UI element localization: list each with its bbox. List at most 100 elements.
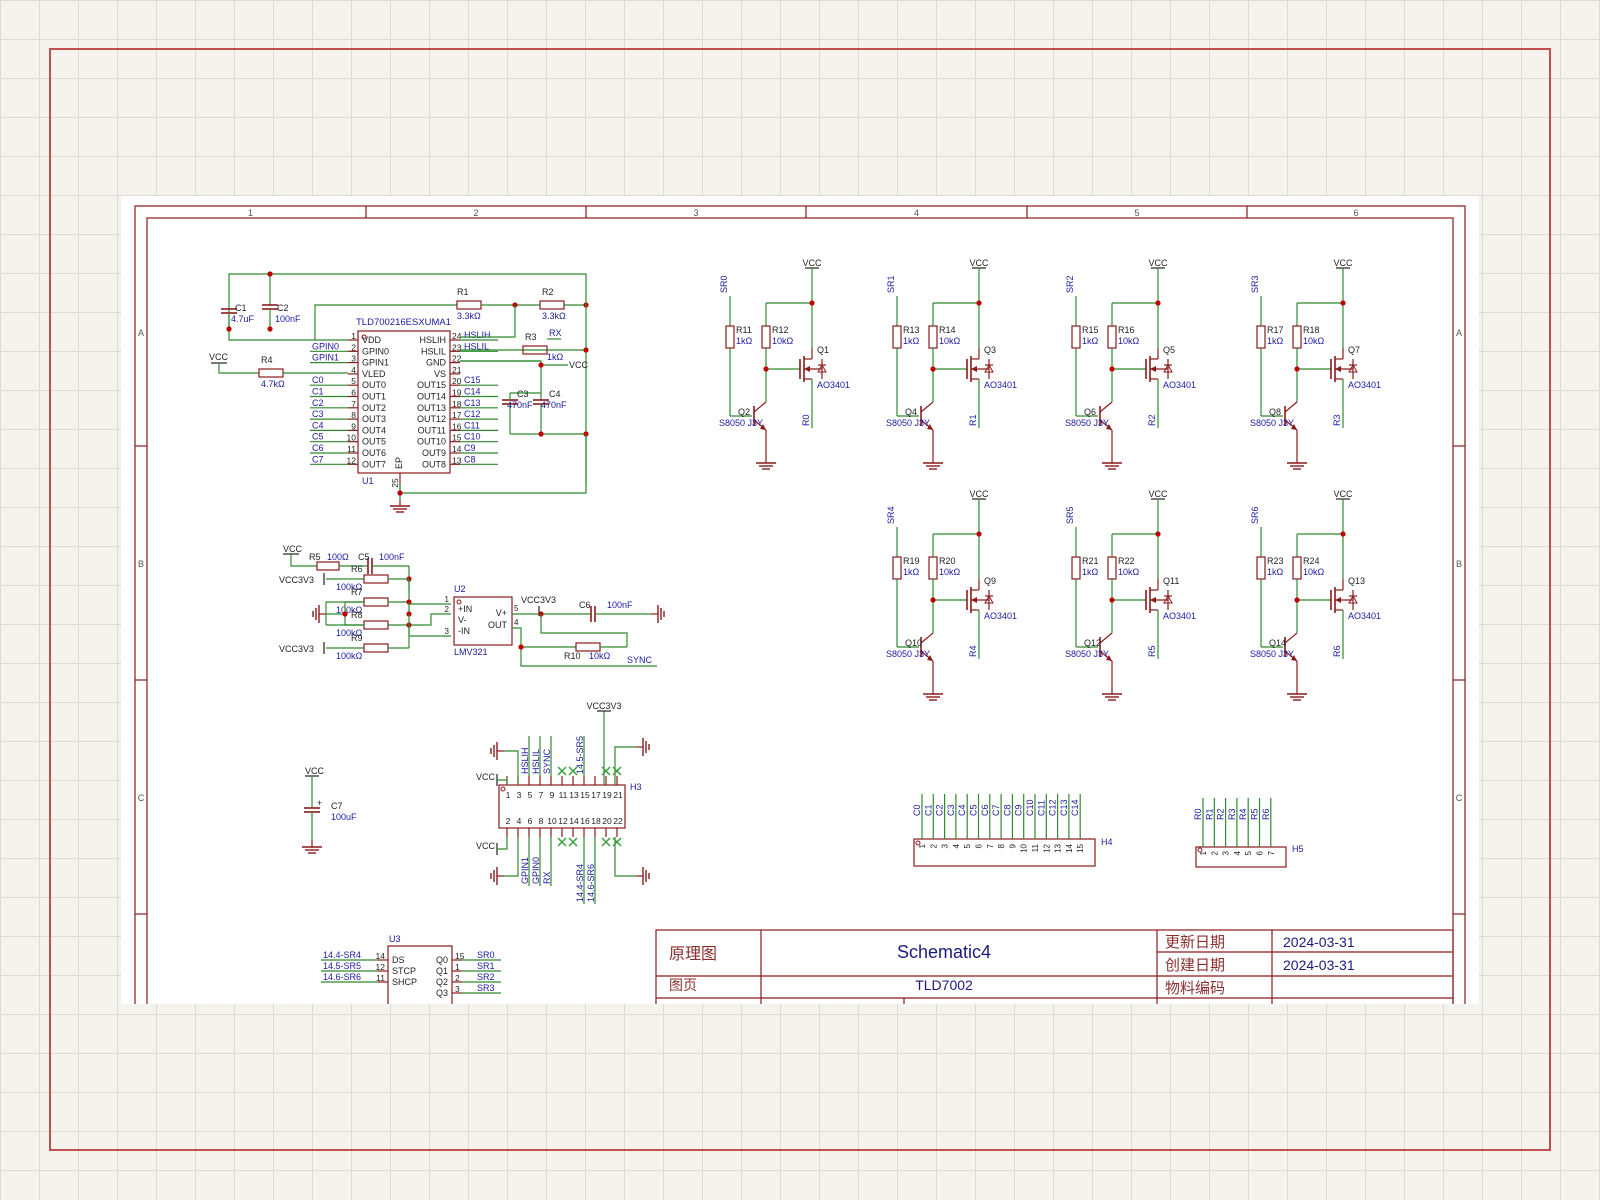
net-label: C12 — [464, 409, 481, 419]
u2-pin-name: OUT — [488, 620, 508, 630]
npn-arrow — [1106, 655, 1112, 661]
h4-pin-num: 1 — [918, 843, 927, 848]
npn-transistor — [920, 401, 934, 413]
sheet-outer-border — [134, 205, 1466, 1004]
h4-pin-num: 8 — [997, 843, 1006, 848]
h4-pin-num: 7 — [986, 843, 995, 848]
net-label: HSLIL — [531, 749, 541, 774]
r7-value: 100kΩ — [336, 605, 363, 615]
ground-symbol — [755, 455, 777, 470]
h4-net-label: C6 — [980, 804, 990, 816]
u3-pin-name: Q0 — [436, 955, 448, 965]
h4-pin-num: 14 — [1065, 843, 1074, 852]
driver-ra-resistor — [892, 556, 902, 580]
h4-net-label: C12 — [1048, 799, 1058, 816]
driver-rb-ref: R16 — [1118, 325, 1135, 335]
junction-dot — [763, 366, 769, 372]
u1-pin-num: 14 — [452, 444, 462, 454]
u1-pin-num: 20 — [452, 376, 462, 386]
r5-value: 100Ω — [327, 552, 349, 562]
supply-wire — [314, 304, 457, 340]
h4-pin-num: 3 — [941, 843, 950, 848]
u1-body — [357, 330, 451, 474]
zone-label-col: 4 — [914, 208, 919, 218]
ground-symbol — [650, 604, 665, 624]
u1-pin-num: 2 — [351, 342, 356, 352]
npn-transistor — [1284, 632, 1298, 644]
title-material-label: 物料编码 — [1165, 980, 1225, 997]
no-connect-mark — [601, 837, 611, 847]
u3-pin-name: STCP — [392, 966, 416, 976]
driver-ra-resistor — [892, 325, 902, 349]
npn-arrow — [1291, 424, 1297, 430]
driver-pmos-ref: Q9 — [984, 576, 996, 586]
title-page-value: TLD7002 — [915, 977, 973, 993]
u2-pin-num: 2 — [445, 605, 450, 614]
sync-label: SYNC — [627, 655, 653, 665]
driver-ra-ref: R19 — [903, 556, 920, 566]
u1-pin-num: 25 — [390, 478, 400, 488]
driver-npn-part: S8050 J3Y — [1250, 418, 1294, 428]
vcc-label: VCC — [283, 544, 303, 554]
h4-pin-num: 13 — [1054, 843, 1063, 852]
u1-pin-num: 7 — [351, 399, 356, 409]
npn-arrow — [1291, 655, 1297, 661]
r6-resistor — [363, 574, 389, 584]
ground-symbol — [1101, 686, 1123, 701]
gnd-wire — [400, 434, 587, 494]
zone-label-row: B — [1456, 559, 1462, 569]
driver-rb-resistor — [1107, 556, 1117, 580]
pin1-marker — [500, 786, 506, 792]
junction-dot — [397, 490, 403, 496]
h5-pin-num: 2 — [1210, 850, 1219, 855]
npn-transistor — [753, 401, 767, 413]
c3-ref: C3 — [517, 389, 529, 399]
u1-pin-name: OUT6 — [362, 448, 386, 458]
net-label: C5 — [312, 432, 324, 442]
driver-pmos-ref: Q1 — [817, 345, 829, 355]
r4-ref: R4 — [261, 355, 273, 365]
h3-pin-num: 22 — [613, 816, 623, 826]
u1-pin-name: GPIN0 — [362, 346, 389, 356]
u1-pin-num: 5 — [351, 376, 356, 386]
driver-ra-resistor — [1256, 325, 1266, 349]
h4-net-label: C9 — [1014, 804, 1024, 816]
u3-pin-num: 12 — [376, 962, 386, 972]
junction-dot — [1155, 531, 1161, 537]
h3-pin-num: 5 — [528, 790, 533, 800]
net-label: 14.5-SR5 — [575, 736, 585, 774]
r4-resistor — [258, 368, 284, 378]
u2-pin-num: 1 — [445, 595, 450, 604]
u3-pin-name: Q3 — [436, 988, 448, 998]
ground-symbol — [389, 498, 411, 513]
junction-dot — [1294, 597, 1300, 603]
driver-npn-ref: Q12 — [1084, 638, 1101, 648]
r8-value: 100kΩ — [336, 628, 363, 638]
zone-label-row: C — [138, 793, 145, 803]
net-label: GPIN0 — [312, 341, 339, 351]
h5-body — [1195, 846, 1287, 868]
junction-dot — [1109, 597, 1115, 603]
pin1-marker — [361, 334, 367, 340]
wire — [504, 750, 519, 785]
junction-dot — [1109, 366, 1115, 372]
u1-part: TLD700216ESXUMA1 — [356, 317, 451, 328]
vcc3v3-label: VCC3V3 — [279, 644, 314, 654]
driver-npn-part: S8050 J3Y — [719, 418, 763, 428]
h5-net-label: R2 — [1216, 808, 1226, 820]
net-label: GPIN1 — [520, 857, 530, 884]
vcc3v3-label: VCC3V3 — [586, 701, 621, 711]
u2-body — [453, 596, 513, 646]
u1-pin-name: OUT13 — [417, 403, 446, 413]
vcc-label: VCC — [209, 352, 229, 362]
h4-net-label: C11 — [1036, 800, 1046, 816]
wire — [504, 837, 519, 877]
driver-ra-ref: R23 — [1267, 556, 1284, 566]
u1-pin-num: 6 — [351, 388, 356, 398]
driver-rb-ref: R20 — [939, 556, 956, 566]
u3-net-label: SR0 — [477, 950, 495, 960]
u2-part: LMV321 — [454, 647, 488, 657]
driver-rb-value: 10kΩ — [1303, 567, 1325, 577]
